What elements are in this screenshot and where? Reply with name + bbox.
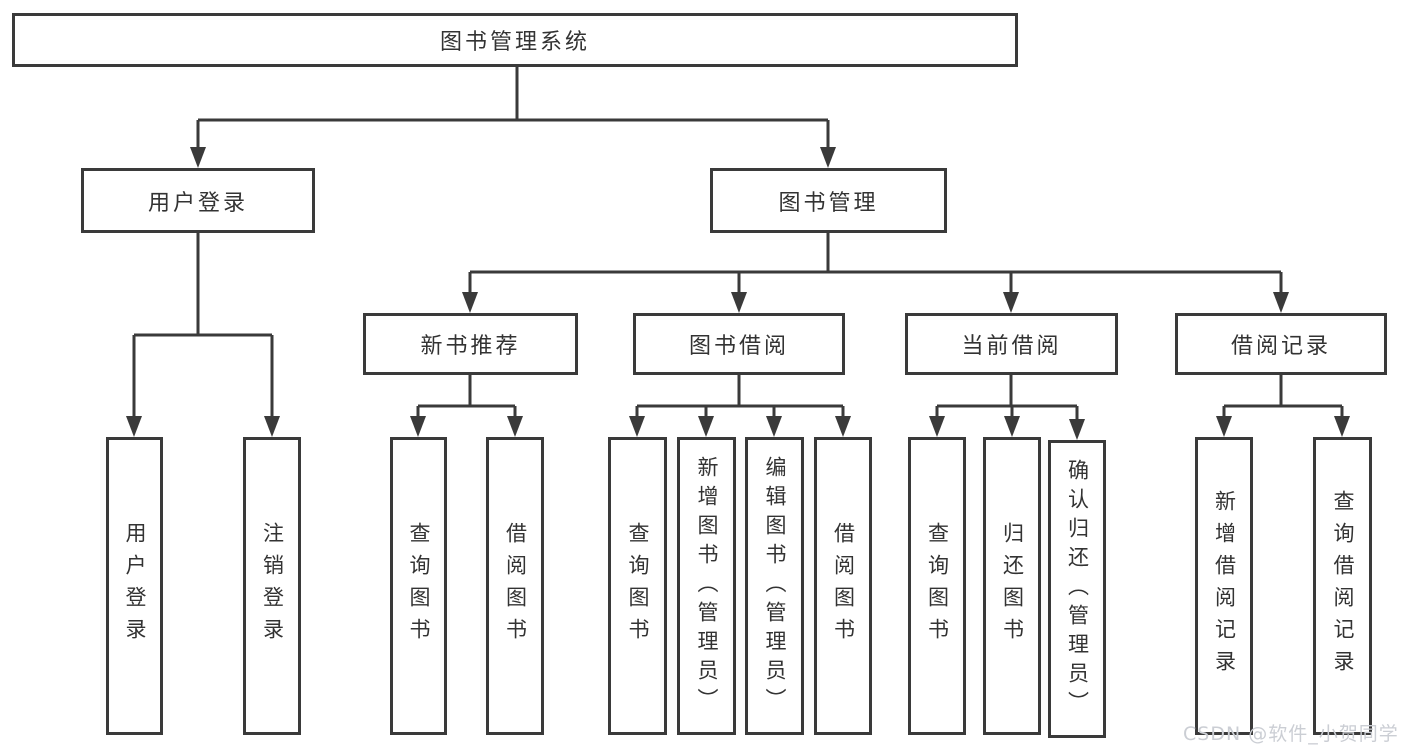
node-label: 借阅图书 <box>503 522 528 650</box>
node-label: 新增借阅记录 <box>1212 490 1237 682</box>
node-label: 图书管理 <box>778 190 879 216</box>
node-label: 当前借阅 <box>961 334 1062 359</box>
connector-book-borrowing-to-leaves <box>629 375 851 437</box>
csdn-watermark: CSDN @软件_小贺同学 <box>1183 723 1399 745</box>
node-label: 确认归还（管理员） <box>1065 458 1090 720</box>
node-label: 借阅图书 <box>831 522 856 650</box>
leaf-recommend-query-books: 查询图书 <box>390 437 447 735</box>
node-new-book-recommend: 新书推荐 <box>363 313 578 375</box>
node-book-management: 图书管理 <box>710 168 947 233</box>
node-label: 编辑图书（管理员） <box>763 455 787 717</box>
leaf-recommend-borrow-books: 借阅图书 <box>486 437 544 735</box>
node-label: 用户登录 <box>147 190 248 216</box>
leaf-logout: 注销登录 <box>243 437 301 735</box>
node-borrowing-records: 借阅记录 <box>1175 313 1387 375</box>
node-label: 新书推荐 <box>420 334 521 359</box>
node-book-borrowing: 图书借阅 <box>633 313 845 375</box>
connector-borrowing-records-to-leaves <box>1216 375 1350 437</box>
node-library-management-system: 图书管理系统 <box>12 13 1018 67</box>
connector-user-login-to-leaves <box>126 233 280 437</box>
node-label: 新增图书（管理员） <box>695 455 719 717</box>
leaf-records-query-record: 查询借阅记录 <box>1313 437 1372 735</box>
node-label: 图书借阅 <box>688 334 789 359</box>
leaf-borrow-edit-books-admin: 编辑图书（管理员） <box>745 437 804 735</box>
connector-root-to-level2 <box>190 66 836 168</box>
node-label: 借阅记录 <box>1230 334 1331 359</box>
node-label: 查询借阅记录 <box>1331 490 1355 682</box>
leaf-current-return-books: 归还图书 <box>983 437 1041 735</box>
connector-current-borrowing-to-leaves <box>929 375 1085 440</box>
node-label: 图书管理系统 <box>439 30 590 55</box>
leaf-current-confirm-return-admin: 确认归还（管理员） <box>1048 440 1106 738</box>
leaf-current-query-books: 查询图书 <box>908 437 966 735</box>
node-label: 查询图书 <box>925 522 950 650</box>
leaf-borrow-borrow-books: 借阅图书 <box>814 437 872 735</box>
node-label: 归还图书 <box>1000 522 1025 650</box>
node-label: 用户登录 <box>123 522 147 650</box>
node-label: 查询图书 <box>407 522 431 650</box>
node-label: 注销登录 <box>260 522 285 650</box>
node-current-borrowing: 当前借阅 <box>905 313 1118 375</box>
leaf-records-add-record: 新增借阅记录 <box>1195 437 1253 735</box>
leaf-user-login: 用户登录 <box>106 437 163 735</box>
leaf-borrow-query-books: 查询图书 <box>608 437 667 735</box>
node-user-login: 用户登录 <box>81 168 315 233</box>
node-label: 查询图书 <box>626 522 650 650</box>
connector-book-management-to-level3 <box>462 233 1289 313</box>
leaf-borrow-add-books-admin: 新增图书（管理员） <box>677 437 736 735</box>
connector-new-book-recommend-to-leaves <box>410 375 523 437</box>
